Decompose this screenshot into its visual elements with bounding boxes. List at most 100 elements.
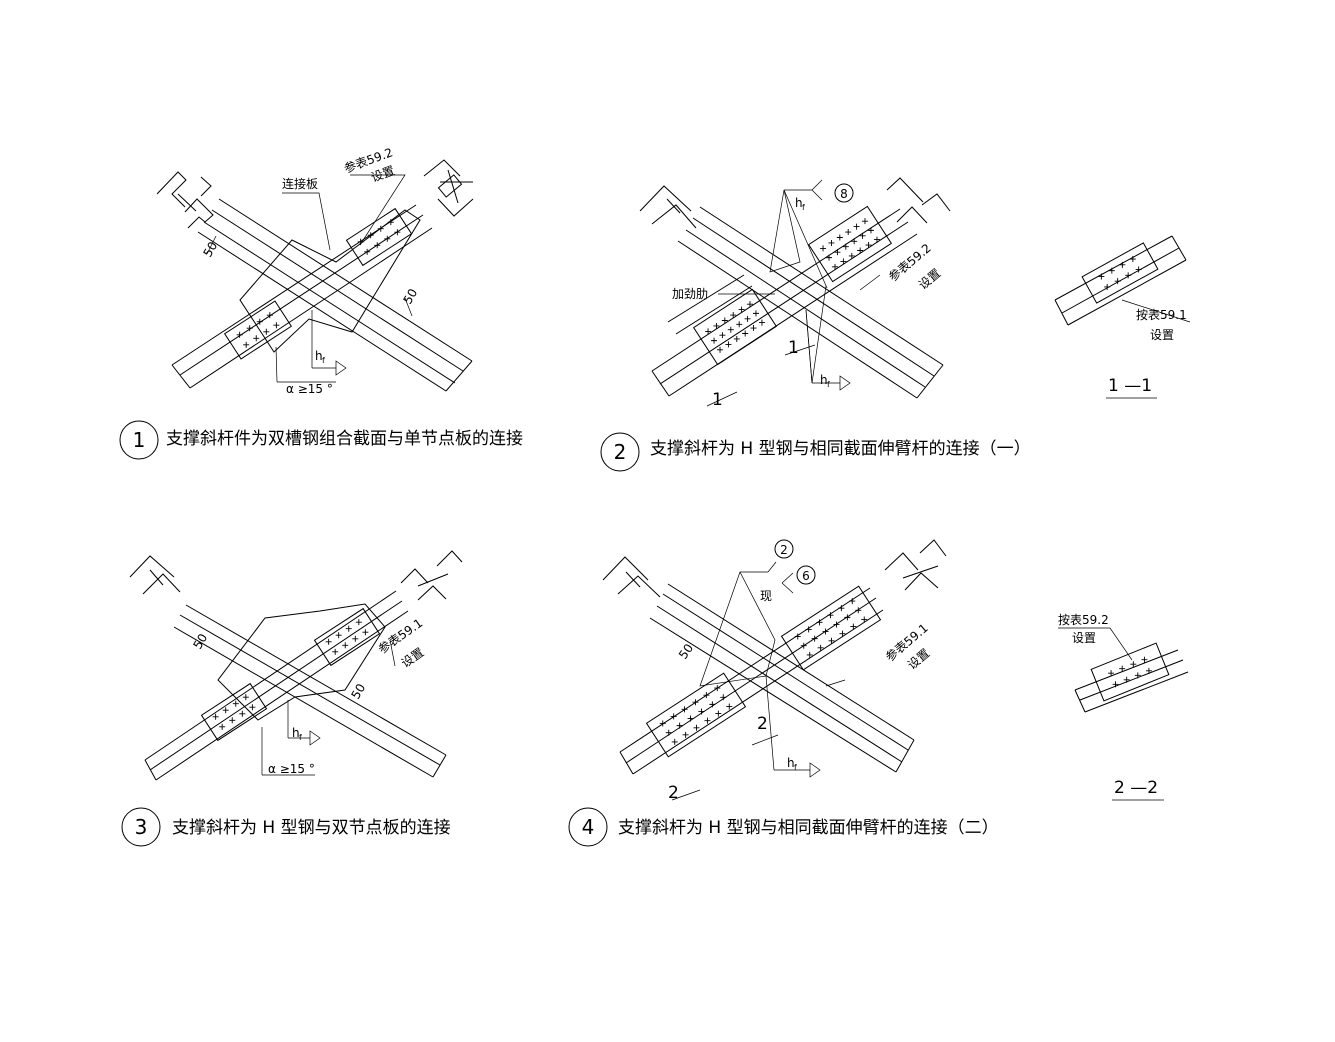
bolt-mark xyxy=(865,242,872,249)
weld-field-label: 现 xyxy=(760,589,772,603)
weld-circle-icon-2 xyxy=(796,565,816,585)
weld-circle-icon xyxy=(834,183,854,203)
bolt-mark xyxy=(820,245,827,252)
weld-sub: f xyxy=(299,733,302,742)
bolt-mark xyxy=(842,243,849,250)
bolt-mark xyxy=(676,722,683,729)
bolt-mark xyxy=(711,337,718,344)
bolt-mark xyxy=(742,330,749,337)
bolt-mark xyxy=(758,319,765,326)
weld-sub: f xyxy=(322,356,325,365)
bolt-mark xyxy=(850,623,857,630)
bolt-mark xyxy=(1119,261,1126,268)
cut-mark: 1 xyxy=(712,390,723,410)
gusset-plate-3 xyxy=(217,603,386,721)
stiffener-triangles xyxy=(769,189,828,384)
bolt-mark xyxy=(1119,665,1126,672)
leaders-1 xyxy=(206,174,413,383)
section-label-a: 按表59.1 xyxy=(1136,308,1187,322)
bolt-groups-3 xyxy=(200,607,381,742)
section-1-1-drawing xyxy=(1054,235,1187,326)
bolt-mark xyxy=(682,731,689,738)
splice-plates-2 xyxy=(692,205,893,366)
bolt-mark xyxy=(693,724,700,731)
member-tl-br-3 xyxy=(173,604,447,778)
bolt-mark xyxy=(738,306,745,313)
bolt-mark xyxy=(671,738,678,745)
bolt-mark xyxy=(345,625,352,632)
ref-label-2: 设置 xyxy=(905,646,932,672)
bolt-mark xyxy=(730,312,737,319)
dim-label-2: 50 xyxy=(348,681,368,701)
bolt-mark xyxy=(855,607,862,614)
bolt-mark xyxy=(805,626,812,633)
bolt-mark xyxy=(713,322,720,329)
bolt-mark xyxy=(325,638,332,645)
bolt-mark xyxy=(692,699,699,706)
bolt-mark xyxy=(752,310,759,317)
bolt-mark xyxy=(384,235,391,242)
bolt-mark xyxy=(848,252,855,259)
bolt-mark xyxy=(266,312,273,319)
gusset-plate xyxy=(239,209,421,353)
bolt-mark xyxy=(1141,656,1148,663)
bolt-mark xyxy=(355,619,362,626)
leaders-4 xyxy=(671,561,846,801)
bolt-group-lower xyxy=(223,300,293,360)
ref-label-2: 设置 xyxy=(916,266,943,292)
bolt-mark xyxy=(242,694,249,701)
weld-sub: f xyxy=(794,763,797,772)
bolt-mark xyxy=(1123,676,1130,683)
bolt-mark xyxy=(273,322,280,329)
section-1-1: 按表59.1 设置 1 —1 xyxy=(1054,235,1191,399)
h-section-icon-2 xyxy=(639,177,951,229)
bolt-mark xyxy=(721,317,728,324)
detail-caption: 支撑斜杆为 H 型钢与相同截面伸臂杆的连接（一） xyxy=(650,439,1031,459)
bolt-mark xyxy=(733,335,740,342)
section-title: 2 —2 xyxy=(1114,778,1158,798)
bolt-mark xyxy=(849,598,856,605)
bolt-mark xyxy=(670,713,677,720)
detail-number-circle xyxy=(121,807,161,847)
bolt-mark xyxy=(811,635,818,642)
bolt-mark xyxy=(362,629,369,636)
bolt-mark xyxy=(364,248,371,255)
bolt-mark xyxy=(229,717,236,724)
bolt-mark xyxy=(826,254,833,261)
bolt-mark xyxy=(715,710,722,717)
bolt-mark xyxy=(816,619,823,626)
bolt-mark xyxy=(750,325,757,332)
bolt-mark xyxy=(861,218,868,225)
bolt-mark xyxy=(817,644,824,651)
circle-mark-a: 2 xyxy=(780,543,788,557)
bolt-mark xyxy=(249,704,256,711)
leader-2 xyxy=(1109,627,1133,661)
bolt-mark xyxy=(387,219,394,226)
bolt-mark xyxy=(704,717,711,724)
member-bl-tr-3 xyxy=(144,590,409,781)
member-bl-tr xyxy=(171,204,433,389)
bolt-mark xyxy=(367,232,374,239)
bolt-mark xyxy=(253,335,260,342)
bolt-mark xyxy=(703,692,710,699)
bolt-mark xyxy=(1134,672,1141,679)
cut-mark-2: 2 xyxy=(757,714,768,734)
bolt-mark xyxy=(352,635,359,642)
bolt-mark xyxy=(861,616,868,623)
bolt-mark xyxy=(332,648,339,655)
bolt-mark xyxy=(828,239,835,246)
bolt-mark xyxy=(659,720,666,727)
detail-2: 8 h f 加劲肋 参表59.2 设置 h f 1 1 2 支撑斜杆为 H 型钢… xyxy=(600,177,1031,472)
bolt-mark xyxy=(746,301,753,308)
bolt-mark xyxy=(232,700,239,707)
bolt-mark xyxy=(844,614,851,621)
member-tl-br-2 xyxy=(677,206,944,399)
bolt-mark xyxy=(828,637,835,644)
weld-label: h xyxy=(787,756,795,770)
bolt-mark xyxy=(1145,667,1152,674)
h-section-icon-3 xyxy=(129,550,463,601)
weld-label: h xyxy=(820,373,828,387)
bolt-mark xyxy=(736,321,743,328)
section-title: 1 —1 xyxy=(1108,376,1152,396)
